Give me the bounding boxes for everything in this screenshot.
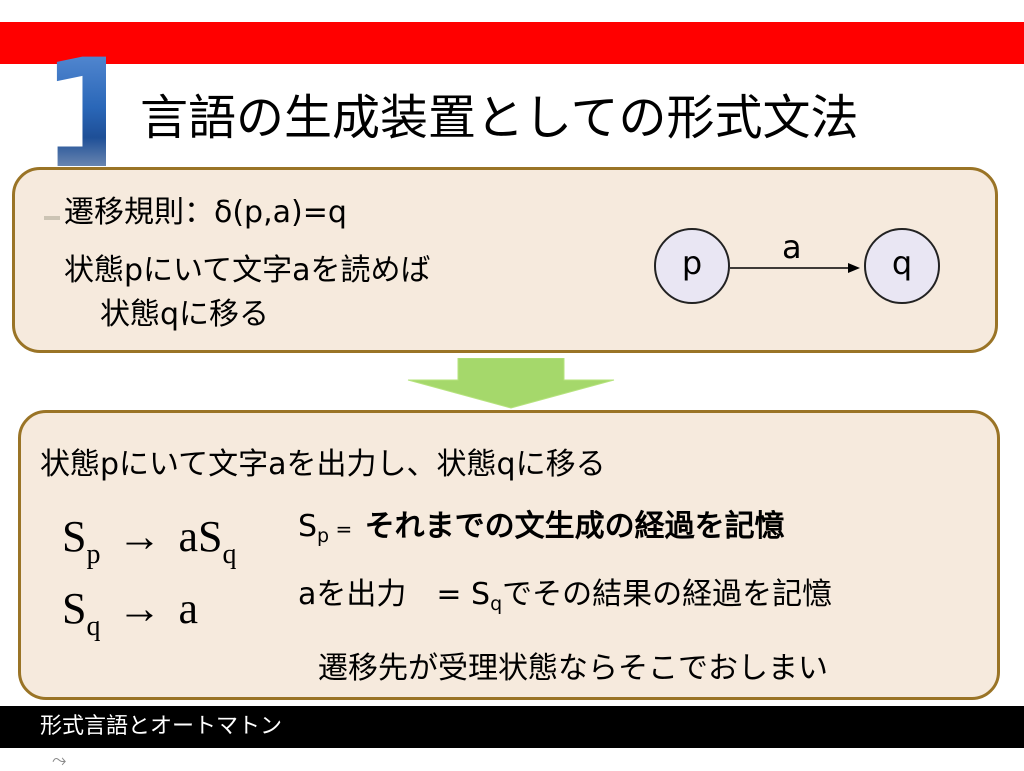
bullet-dash <box>44 216 60 220</box>
rule2-rhs: a <box>178 584 199 633</box>
desc1-text: それまでの文生成の経過を記憶 <box>364 509 785 544</box>
top-accent-bar <box>0 22 1024 64</box>
production-rule-2: Sq → a <box>62 584 198 652</box>
transition-meaning-line1: 状態pにいて文字aを読めば <box>64 253 431 288</box>
transition-rule-box <box>12 167 998 353</box>
slide-number: 1 <box>40 28 145 202</box>
edge-label: a <box>782 228 802 266</box>
rule2-lhs-sub: q <box>86 611 101 642</box>
grammar-header-text: 状態pにいて文字aを出力し、状態qに移る <box>40 447 606 482</box>
description-output: aを出力 = Sqでその結果の経過を記憶 <box>298 576 832 623</box>
rule1-rhs-sub: q <box>222 539 237 570</box>
footer-bar <box>0 706 1024 748</box>
desc1-var-sub: p <box>317 525 330 547</box>
desc2-text: でその結果の経過を記憶 <box>502 577 833 612</box>
down-arrow-icon <box>407 358 615 409</box>
rule2-lhs: S <box>62 584 87 633</box>
description-sp: Sp = それまでの文生成の経過を記憶 <box>298 508 785 555</box>
desc1-var: S <box>298 509 318 544</box>
rule2-arrow: → <box>117 584 162 633</box>
description-accept: 遷移先が受理状態ならそこでおしまい <box>318 651 828 686</box>
rule1-lhs: S <box>62 512 87 561</box>
state-q-node: q <box>864 228 940 304</box>
production-rule-1: Sp → aSq <box>62 512 236 580</box>
transition-meaning-line2: 状態qに移る <box>100 297 270 332</box>
transition-arrow <box>730 263 860 273</box>
footer-reflection-mark: ⤳ <box>52 750 67 771</box>
footer-title: 形式言語とオートマトン <box>40 714 283 739</box>
desc2-sub: q <box>490 593 503 615</box>
slide-title: 言語の生成装置としての形式文法 <box>140 90 859 146</box>
transition-rule-text: 遷移規則：δ(p,a)=q <box>64 195 347 230</box>
grammar-rule-box <box>18 410 1000 700</box>
rule1-rhs: aS <box>178 512 223 561</box>
desc2-prefix: aを出力 = S <box>298 577 491 612</box>
rule1-lhs-sub: p <box>86 539 101 570</box>
desc1-eq: = <box>329 517 359 541</box>
rule1-arrow: → <box>117 512 162 561</box>
state-p-node: p <box>654 228 730 304</box>
